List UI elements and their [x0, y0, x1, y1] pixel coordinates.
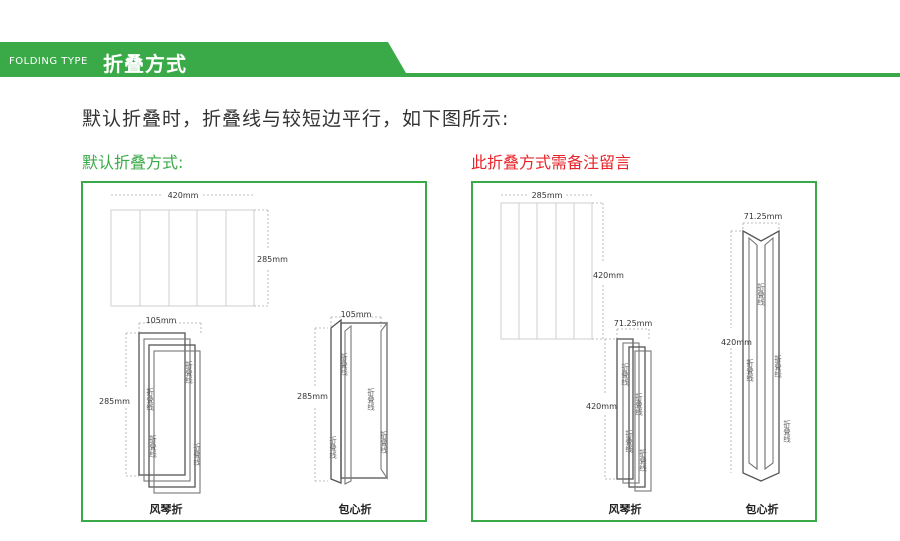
flat-sheet: 285mm 420mm — [500, 191, 624, 340]
sheet-height-label: 285mm — [257, 255, 288, 264]
default-fold-panel: 420mm 285mm 105mm 285mm 折叠线 折叠线 折叠线 折叠线 … — [81, 181, 427, 522]
header-title-en: FOLDING TYPE — [9, 56, 88, 67]
note-fold-diagram: 285mm 420mm 71.25mm 420mm 折叠线 折叠线 折叠线 折叠… — [500, 191, 792, 516]
roll-height-label: 420mm — [721, 338, 752, 347]
fold-line-label: 折叠线 — [366, 387, 375, 411]
sheet-width-label: 285mm — [532, 191, 563, 200]
accordion-height-label: 285mm — [99, 397, 130, 406]
note-fold-heading: 此折叠方式需备注留言 — [471, 153, 632, 172]
roll-fold-figure: 71.25mm 420mm 折叠线 折叠线 折叠线 折叠线 包心折 — [721, 212, 792, 516]
roll-fold-figure: 105mm 285mm 折叠线 折叠线 折叠线 折叠线 包心折 — [297, 310, 389, 516]
note-fold-panel: 285mm 420mm 71.25mm 420mm 折叠线 折叠线 折叠线 折叠… — [471, 181, 817, 522]
sheet-width-label: 420mm — [168, 191, 199, 200]
fold-line-label: 折叠线 — [328, 435, 337, 459]
accordion-caption: 风琴折 — [150, 502, 183, 516]
roll-caption: 包心折 — [745, 502, 779, 516]
roll-height-label: 285mm — [297, 392, 328, 401]
fold-line-label: 折叠线 — [638, 448, 647, 472]
fold-line-label: 折叠线 — [379, 430, 388, 454]
roll-caption: 包心折 — [338, 502, 372, 516]
fold-line-label: 折叠线 — [339, 352, 348, 376]
sheet-height-label: 420mm — [593, 271, 624, 280]
roll-width-label: 71.25mm — [744, 212, 783, 221]
fold-line-label: 折叠线 — [773, 354, 782, 378]
default-fold-diagram: 420mm 285mm 105mm 285mm 折叠线 折叠线 折叠线 折叠线 … — [99, 191, 389, 516]
fold-line-label: 折叠线 — [634, 392, 643, 416]
accordion-fold-figure: 105mm 285mm 折叠线 折叠线 折叠线 折叠线 风琴折 — [99, 316, 202, 516]
accordion-width-label: 105mm — [146, 316, 177, 325]
header-title-cn: 折叠方式 — [103, 52, 187, 76]
fold-line-label: 折叠线 — [148, 434, 157, 458]
fold-line-label: 折叠线 — [756, 282, 765, 306]
fold-line-label: 折叠线 — [624, 429, 633, 453]
roll-width-label: 105mm — [341, 310, 372, 319]
fold-line-label: 折叠线 — [184, 360, 193, 384]
fold-line-label: 折叠线 — [145, 387, 154, 411]
fold-line-label: 折叠线 — [192, 442, 201, 466]
accordion-height-label: 420mm — [586, 402, 617, 411]
fold-line-label: 折叠线 — [782, 419, 791, 443]
section-header: FOLDING TYPE 折叠方式 — [0, 42, 900, 78]
flat-sheet: 420mm 285mm — [110, 191, 288, 307]
accordion-fold-figure: 71.25mm 420mm 折叠线 折叠线 折叠线 折叠线 风琴折 — [586, 319, 652, 516]
default-fold-heading: 默认折叠方式: — [82, 153, 184, 172]
fold-line-label: 折叠线 — [745, 358, 754, 382]
accordion-caption: 风琴折 — [609, 502, 642, 516]
header-bar-shape — [0, 42, 900, 77]
accordion-width-label: 71.25mm — [614, 319, 653, 328]
intro-text: 默认折叠时，折叠线与较短边平行，如下图所示: — [82, 108, 510, 130]
fold-line-label: 折叠线 — [620, 362, 629, 386]
